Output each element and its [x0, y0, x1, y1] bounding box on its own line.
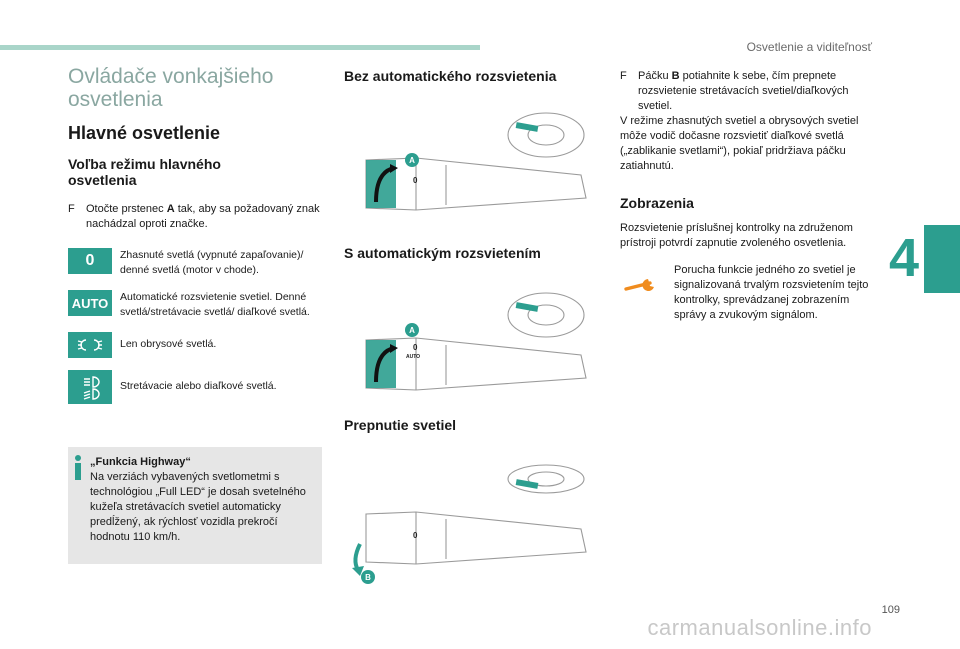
display-heading: Zobrazenia [620, 195, 694, 211]
icon-row-auto: AUTO Automatické rozsvietenie svetiel. D… [68, 290, 328, 320]
top-accent-bar [0, 45, 480, 50]
column-left: Ovládače vonkajšieho osvetlenia Hlavné o… [68, 65, 328, 404]
info-icon [75, 455, 81, 481]
section-heading: Hlavné osvetlenie [68, 123, 221, 143]
svg-text:B: B [365, 573, 371, 582]
instruction-bullet-b: F Páčku B potiahnite k sebe, čím prepnet… [620, 70, 849, 112]
svg-text:A: A [409, 326, 415, 335]
heading-with-auto: S automatickým rozsvietením [344, 245, 541, 261]
svg-text:0: 0 [413, 343, 418, 352]
column-right: F Páčku B potiahnite k sebe, čím prepnet… [620, 69, 880, 323]
chapter-tab [924, 225, 960, 293]
chapter-number: 4 [888, 228, 920, 288]
svg-text:0: 0 [413, 176, 418, 185]
position-lights-icon [68, 332, 112, 358]
warning-text: Porucha funkcie jedného zo svetiel je si… [674, 264, 869, 321]
svg-text:A: A [409, 156, 415, 165]
heading-switching: Prepnutie svetiel [344, 417, 457, 433]
info-box: „Funkcia Highway“ Na verziách vybavených… [68, 447, 322, 564]
subsection-heading: Voľba režimu hlavného osvetlenia [68, 156, 221, 188]
heading-no-auto: Bez automatického rozsvietenia [344, 68, 557, 84]
svg-text:AUTO: AUTO [406, 354, 420, 360]
bullet-marker: F [620, 70, 627, 82]
flash-paragraph: V režime zhasnutých svetiel a obrysových… [620, 115, 859, 172]
page-number: 109 [881, 604, 900, 616]
auto-icon: AUTO [68, 290, 112, 316]
wrench-icon [620, 275, 664, 301]
svg-text:0: 0 [413, 531, 418, 540]
instruction-bullet: F Otočte prstenec A tak, aby sa požadova… [68, 203, 320, 230]
icon-row-headlights: Stretávacie alebo diaľkové svetlá. [68, 370, 328, 404]
bullet-marker: F [68, 203, 75, 215]
stalk-diagram-no-auto: 0 A [346, 110, 596, 220]
icon-row-position: Len obrysové svetlá. [68, 332, 328, 358]
info-text: Na verziách vybavených svetlometmi s tec… [90, 471, 306, 543]
stalk-diagram-switching: 0 B [346, 464, 596, 584]
watermark: carmanualsonline.info [647, 615, 872, 640]
zero-icon: 0 [68, 248, 112, 274]
page-title: Ovládače vonkajšieho osvetlenia [68, 65, 274, 111]
running-head: Osvetlenie a viditeľnosť [746, 40, 872, 54]
stalk-diagram-with-auto: 0 AUTO A [346, 290, 596, 400]
icon-row-off: 0 Zhasnuté svetlá (vypnuté zapaľovanie)/… [68, 248, 328, 278]
warning-row: Porucha funkcie jedného zo svetiel je si… [620, 263, 880, 323]
display-paragraph: Rozsvietenie príslušnej kontrolky na zdr… [620, 222, 853, 249]
headlights-icon [68, 370, 112, 404]
info-title: „Funkcia Highway“ [90, 456, 191, 468]
